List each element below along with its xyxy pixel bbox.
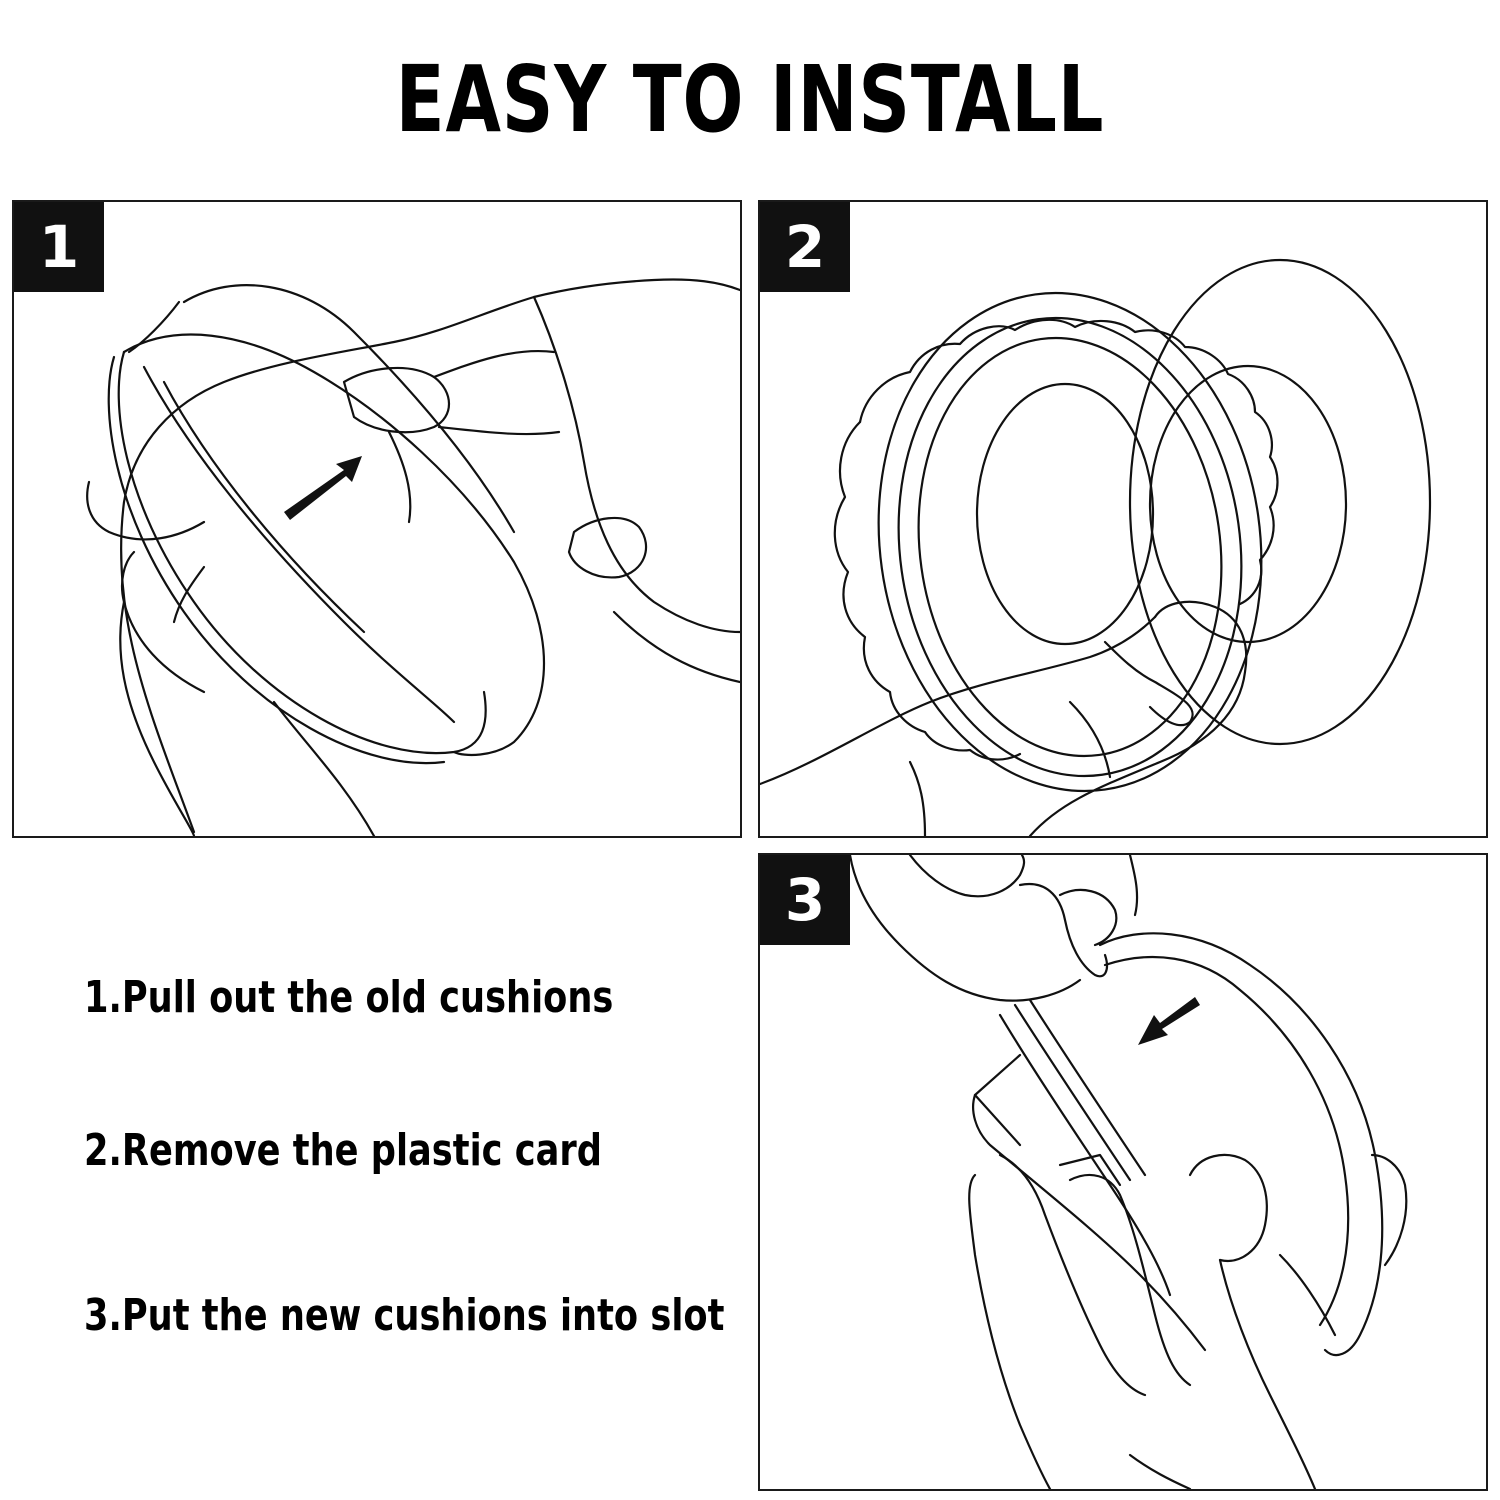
pull-out-cushion-illustration xyxy=(86,278,740,836)
arrow-icon xyxy=(284,456,362,520)
step-1-badge: 1 xyxy=(14,202,104,292)
step-2-badge: 2 xyxy=(760,202,850,292)
step-3-text: 3.Put the new cushions into slot xyxy=(84,1290,725,1341)
step-2-text: 2.Remove the plastic card xyxy=(84,1125,602,1176)
insert-cushion-illustration xyxy=(848,855,1408,1489)
step-1-panel: 1 xyxy=(12,200,742,838)
step-1-text: 1.Pull out the old cushions xyxy=(84,972,614,1023)
remove-card-illustration xyxy=(760,258,1432,836)
step-3-panel: 3 xyxy=(758,853,1488,1491)
page-title: EASY TO INSTALL xyxy=(395,46,1105,153)
step-2-panel: 2 xyxy=(758,200,1488,838)
arrow-icon xyxy=(1138,997,1200,1045)
step-3-badge: 3 xyxy=(760,855,850,945)
